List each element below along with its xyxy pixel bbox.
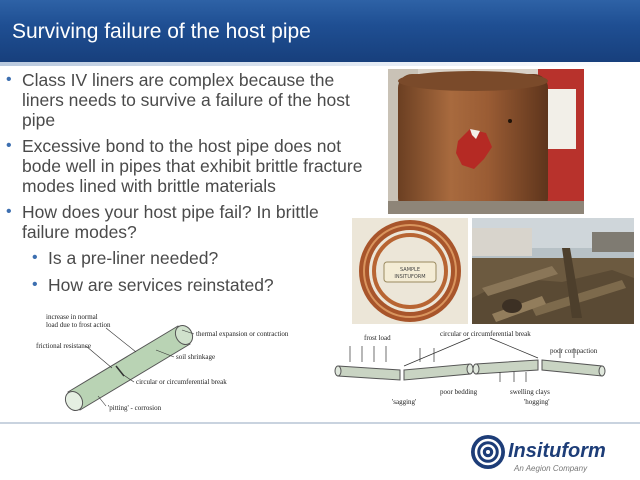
bullet-marker: • xyxy=(32,276,38,293)
bullet-item: • Excessive bond to the host pipe does n… xyxy=(6,136,366,196)
bullet-item: • How does your host pipe fail? In britt… xyxy=(6,202,366,242)
bullet-item: • Class IV liners are complex because th… xyxy=(6,70,366,130)
pipe-illustration xyxy=(64,324,194,412)
label-hogging: 'hogging' xyxy=(524,398,549,406)
title-divider xyxy=(0,62,640,66)
sagging-hogging-diagram: frost load circular or circumferential b… xyxy=(330,324,618,420)
bullet-marker: • xyxy=(6,71,12,88)
sub-bullet-item: • How are services reinstated? xyxy=(6,275,366,295)
label-poor-bedding: poor bedding xyxy=(440,388,478,396)
pipe-debris-photo xyxy=(472,218,634,324)
insituform-swirl-icon xyxy=(471,435,505,469)
label-swelling-clays: swelling clays xyxy=(510,388,550,396)
label-pitting: 'pitting' - corrosion xyxy=(108,404,162,412)
bullet-list: • Class IV liners are complex because th… xyxy=(6,70,366,302)
load-arrows xyxy=(349,337,575,382)
corroded-pipe-photo xyxy=(388,69,584,214)
label-sagging: 'sagging' xyxy=(392,398,416,406)
logo-tagline: An Aegion Company xyxy=(514,464,588,473)
sub-bullet-text: How are services reinstated? xyxy=(48,275,274,295)
liner-sample-photo: SAMPLE INSITUFORM xyxy=(352,218,468,324)
logo-name: Insituform xyxy=(508,440,606,462)
bullet-marker: • xyxy=(6,203,12,220)
label-soil: soil shrinkage xyxy=(176,353,215,361)
label-circular-break: circular or circumferential break xyxy=(440,330,531,338)
label-frictional: frictional resistance xyxy=(36,342,91,350)
bullet-marker: • xyxy=(6,137,12,154)
slide-title: Surviving failure of the host pipe xyxy=(12,20,311,43)
pipe-failure-causes-diagram: increase in normal load due to frost act… xyxy=(6,306,328,420)
bullet-text: How does your host pipe fail? In brittle… xyxy=(22,202,319,242)
title-bar: Surviving failure of the host pipe xyxy=(0,0,640,62)
sub-bullet-text: Is a pre-liner needed? xyxy=(48,248,219,268)
hogging-pipe xyxy=(472,359,606,377)
sub-bullet-item: • Is a pre-liner needed? xyxy=(6,248,366,268)
label-frost-load: frost load xyxy=(364,334,391,342)
label-thermal: thermal expansion or contraction xyxy=(196,330,289,338)
bullet-text: Class IV liners are complex because the … xyxy=(22,70,350,130)
label-circular: circular or circumferential break xyxy=(136,378,227,386)
sample-label-line1: SAMPLE xyxy=(400,267,420,273)
sample-label-line2: INSITUFORM xyxy=(394,274,425,280)
label-increase-load: increase in normal xyxy=(46,313,98,321)
label-increase-load-2: load due to frost action xyxy=(46,321,111,329)
bullet-text: Excessive bond to the host pipe does not… xyxy=(22,136,363,196)
bullet-marker: • xyxy=(32,249,38,266)
footer-divider xyxy=(0,422,640,424)
sagging-pipe xyxy=(334,363,474,381)
